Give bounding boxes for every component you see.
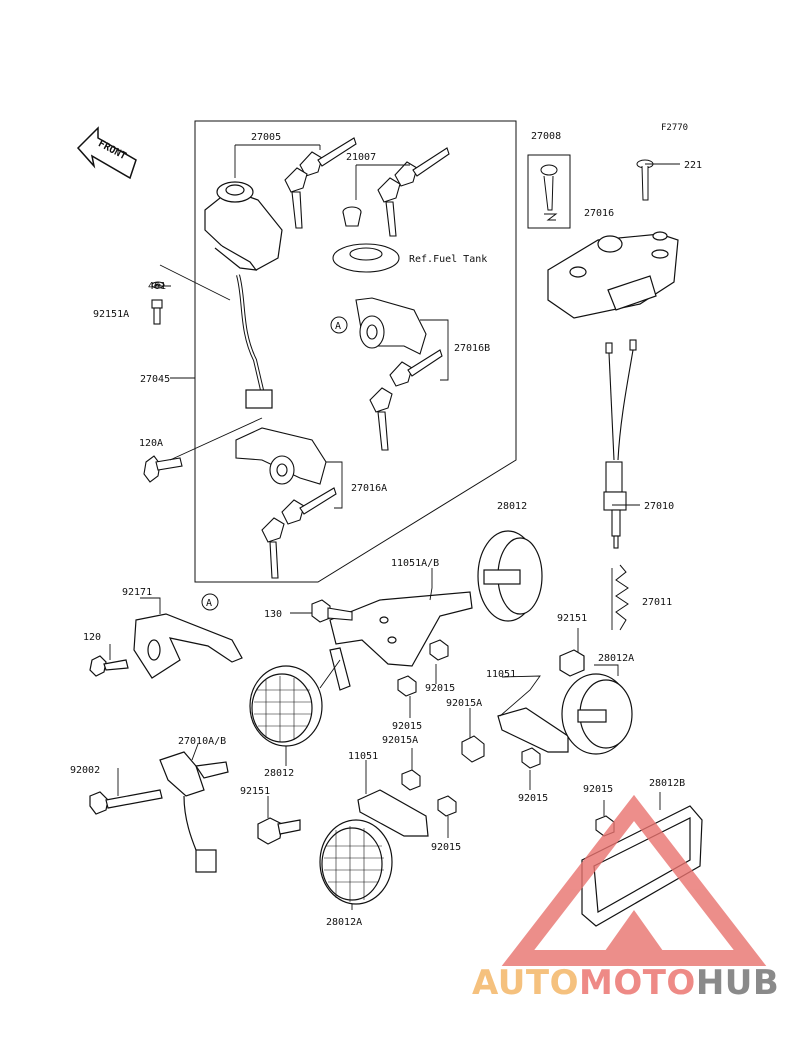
part-labels: 27005 21007 27008 221 27016 Ref.Fuel Tan…	[70, 131, 702, 928]
label-27016B: 27016B	[454, 343, 490, 354]
label-461: 461	[148, 281, 166, 292]
label-28012A-bottom: 28012A	[326, 917, 362, 928]
watermark-hub: HUB	[695, 963, 780, 1003]
watermark-text: AUTOMOTOHUB	[472, 963, 779, 1003]
label-92015A-b: 92015A	[382, 735, 418, 746]
label-120: 120	[83, 632, 101, 643]
horn-28012-top	[477, 530, 543, 622]
watermark-moto: MOTO	[578, 963, 696, 1003]
label-27011: 27011	[642, 597, 672, 608]
key-tag-27008	[527, 154, 571, 229]
label-92171: 92171	[122, 587, 152, 598]
label-28012A-right: 28012A	[598, 653, 634, 664]
bracket-11051AB	[329, 591, 473, 691]
label-221: 221	[684, 160, 702, 171]
hardware-left-top	[143, 281, 183, 483]
leader-lines	[109, 144, 680, 910]
nuts-mid	[397, 639, 615, 837]
bracket-27016	[547, 231, 679, 319]
callout-a-2-label: A	[206, 598, 212, 609]
label-21007: 21007	[346, 152, 376, 163]
label-27005: 27005	[251, 132, 281, 143]
label-11051-mid: 11051	[348, 751, 378, 762]
screw-221	[636, 159, 654, 201]
switch-27010AB	[89, 751, 229, 873]
ref-fuel-tank: Ref.Fuel Tank	[409, 254, 487, 265]
lock-27016A	[235, 427, 337, 579]
horn-28012A-bottom	[257, 789, 429, 905]
label-28012-top: 28012	[497, 501, 527, 512]
label-27045: 27045	[140, 374, 170, 385]
bracket-92171	[89, 613, 243, 679]
front-arrow-icon: FRONT	[76, 126, 137, 180]
assembly-box	[194, 120, 517, 583]
label-11051AB: 11051A/B	[391, 558, 439, 569]
label-27010: 27010	[644, 501, 674, 512]
key-pair-27005	[284, 137, 357, 229]
switch-27010	[603, 339, 637, 549]
label-92151-right: 92151	[557, 613, 587, 624]
bolt-130	[311, 599, 353, 623]
label-92002: 92002	[70, 765, 100, 776]
label-27008: 27008	[531, 131, 561, 142]
ignition-switch-drawing	[204, 181, 283, 409]
label-92151-left: 92151	[240, 786, 270, 797]
label-92015-d: 92015	[431, 842, 461, 853]
key-pair-21007	[332, 147, 450, 273]
callout-a-1: A	[330, 316, 348, 334]
label-28012-left: 28012	[264, 768, 294, 779]
callout-a-1-label: A	[335, 321, 341, 332]
label-92015-e: 92015	[583, 784, 613, 795]
label-27016: 27016	[584, 208, 614, 219]
label-92015-a: 92015	[425, 683, 455, 694]
label-11051-right: 11051	[486, 669, 516, 680]
label-92015-c: 92015	[518, 793, 548, 804]
callout-a-2: A	[201, 593, 219, 611]
label-130: 130	[264, 609, 282, 620]
horn-28012A-right	[497, 649, 633, 755]
label-92015-b: 92015	[392, 721, 422, 732]
label-120A: 120A	[139, 438, 163, 449]
lock-27016B	[355, 297, 443, 451]
spring-27011	[615, 564, 629, 631]
watermark-logo	[501, 794, 767, 966]
label-92151A: 92151A	[93, 309, 129, 320]
label-27016A: 27016A	[351, 483, 387, 494]
label-27010AB: 27010A/B	[178, 736, 226, 747]
figure-code: F2770	[661, 123, 688, 133]
label-92015A-a: 92015A	[446, 698, 482, 709]
watermark-auto: AUTO	[472, 963, 579, 1003]
label-28012B: 28012B	[649, 778, 685, 789]
horn-28012-left	[249, 665, 323, 747]
